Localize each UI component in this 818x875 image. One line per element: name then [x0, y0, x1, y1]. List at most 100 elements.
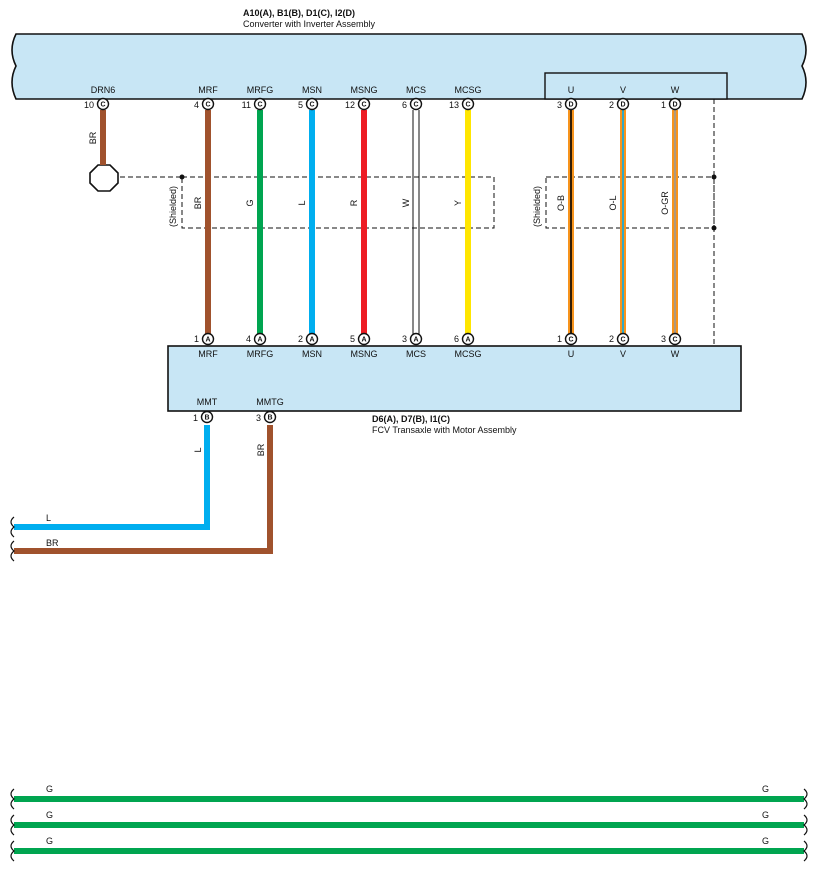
pin-number-w: 1 [661, 100, 666, 110]
bottom-msn-connector-a [305, 332, 319, 346]
terminal-label-u: U [568, 85, 575, 95]
color-code-v: O-L [608, 195, 618, 210]
transaxle-motor-assembly: D6(A), D7(B), I1(C) FCV Transaxle with M… [167, 345, 742, 435]
bottom-pin-number-v: 2 [609, 334, 614, 344]
top-mcs-connector-letter: C [413, 102, 418, 109]
shield-group-power: (Shielded) [532, 176, 715, 229]
bus-break-left-2 [10, 814, 15, 836]
converter-inverter-assembly: A10(A), B1(B), D1(C), I2(D) Converter wi… [11, 8, 807, 100]
bottom-mcsg-connector-a [461, 332, 475, 346]
pin-number-u: 3 [557, 100, 562, 110]
splice-dot-left [179, 174, 185, 180]
bottom-mrf-connector-a [201, 332, 215, 346]
pin-number-msng: 12 [345, 100, 355, 110]
wire-mmt [14, 425, 210, 530]
terminal-label-msn: MSN [302, 85, 322, 95]
bottom-v-connector-c [616, 332, 630, 346]
top-mrf-connector-c [201, 97, 215, 111]
top-msng-connector-c [357, 97, 371, 111]
terminal-label-v: V [620, 85, 626, 95]
top-u-connector-d [564, 97, 578, 111]
bus-right-label-2: G [762, 810, 769, 820]
bottom-pin-number-msn: 2 [298, 334, 303, 344]
bus-left-label-2: G [46, 810, 53, 820]
top-w-connector-d [668, 97, 682, 111]
color-code-mmtg: BR [256, 443, 266, 456]
splice-dot-right-top [711, 174, 717, 180]
bottom-u-connector-letter: C [568, 337, 573, 344]
top-msng-connector-letter: C [361, 102, 366, 109]
color-code-w: O-GR [660, 191, 670, 215]
terminal-label-mrfg: MRFG [247, 85, 274, 95]
transaxle-name-label: FCV Transaxle with Motor Assembly [372, 425, 517, 435]
terminal-label-mcs: MCS [406, 85, 426, 95]
bottom-mcs-connector-a [409, 332, 423, 346]
bottom-terminal-label-mcs: MCS [406, 349, 426, 359]
top-mrfg-connector-letter: C [257, 102, 262, 109]
top-drn6-connector-letter: C [100, 102, 105, 109]
shield-label-resolver: (Shielded) [168, 186, 178, 227]
color-code-drn6: BR [88, 131, 98, 144]
top-mrf-connector-letter: C [205, 102, 210, 109]
left-label-mmt: L [46, 513, 51, 523]
color-code-mrf: BR [193, 196, 203, 209]
terminal-label-mmtg: MMTG [256, 397, 284, 407]
bottom-terminal-label-w: W [671, 349, 680, 359]
term-mmtg-connector-letter: B [267, 415, 272, 422]
color-code-u: O-B [556, 195, 566, 211]
bottom-pin-number-msng: 5 [350, 334, 355, 344]
bottom-v-connector-letter: C [620, 337, 625, 344]
top-mcsg-connector-letter: C [465, 102, 470, 109]
terminal-label-mrf: MRF [198, 85, 218, 95]
terminal-label-mcsg: MCSG [455, 85, 482, 95]
bottom-terminal-label-u: U [568, 349, 575, 359]
top-drn6-connector-c [96, 97, 110, 111]
top-mcs-connector-c [409, 97, 423, 111]
left-label-mmtg: BR [46, 538, 59, 548]
color-code-mcs: W [401, 198, 411, 207]
bottom-terminal-label-mrf: MRF [198, 349, 218, 359]
splice-dot-right-bottom [711, 225, 717, 231]
bottom-pin-number-mcs: 3 [402, 334, 407, 344]
top-msn-connector-c [305, 97, 319, 111]
wire-mmtg [14, 425, 273, 554]
terminal-label-mmt: MMT [197, 397, 218, 407]
bus-right-label-3: G [762, 836, 769, 846]
wires-layer [10, 110, 808, 862]
bus-break-right-2 [803, 814, 808, 836]
bus-left-label-1: G [46, 784, 53, 794]
bottom-terminal-label-mcsg: MCSG [455, 349, 482, 359]
bus-break-left-3 [10, 840, 15, 862]
top-mrfg-connector-c [253, 97, 267, 111]
bus-break-right-1 [803, 788, 808, 810]
bottom-msng-connector-a [357, 332, 371, 346]
bottom-pin-number-mrf: 1 [194, 334, 199, 344]
bus-break-right-3 [803, 840, 808, 862]
converter-name-label: Converter with Inverter Assembly [243, 19, 376, 29]
top-v-connector-d [616, 97, 630, 111]
top-w-connector-letter: D [672, 102, 677, 109]
color-code-mmt: L [193, 447, 203, 452]
color-code-mcsg: Y [453, 200, 463, 206]
bottom-w-connector-c [668, 332, 682, 346]
terminal-label-drn6: DRN6 [91, 85, 116, 95]
pin-number-v: 2 [609, 100, 614, 110]
power-connector-box [544, 72, 728, 100]
top-mcsg-connector-c [461, 97, 475, 111]
pin-number-msn: 5 [298, 100, 303, 110]
drain-ground-terminal-icon [89, 164, 119, 192]
bottom-terminal-label-msn: MSN [302, 349, 322, 359]
wire-break-mmtg [10, 540, 15, 562]
top-v-connector-letter: D [620, 102, 625, 109]
bottom-mcs-connector-letter: A [413, 337, 418, 344]
bottom-u-connector-c [564, 332, 578, 346]
shield-box-power [545, 176, 715, 229]
converter-id-label: A10(A), B1(B), D1(C), I2(D) [243, 8, 355, 18]
bus-right-label-1: G [762, 784, 769, 794]
color-code-msn: L [297, 200, 307, 205]
bus-break-left-1 [10, 788, 15, 810]
bottom-terminal-label-mrfg: MRFG [247, 349, 274, 359]
term-mmt-connector-b [200, 410, 214, 424]
